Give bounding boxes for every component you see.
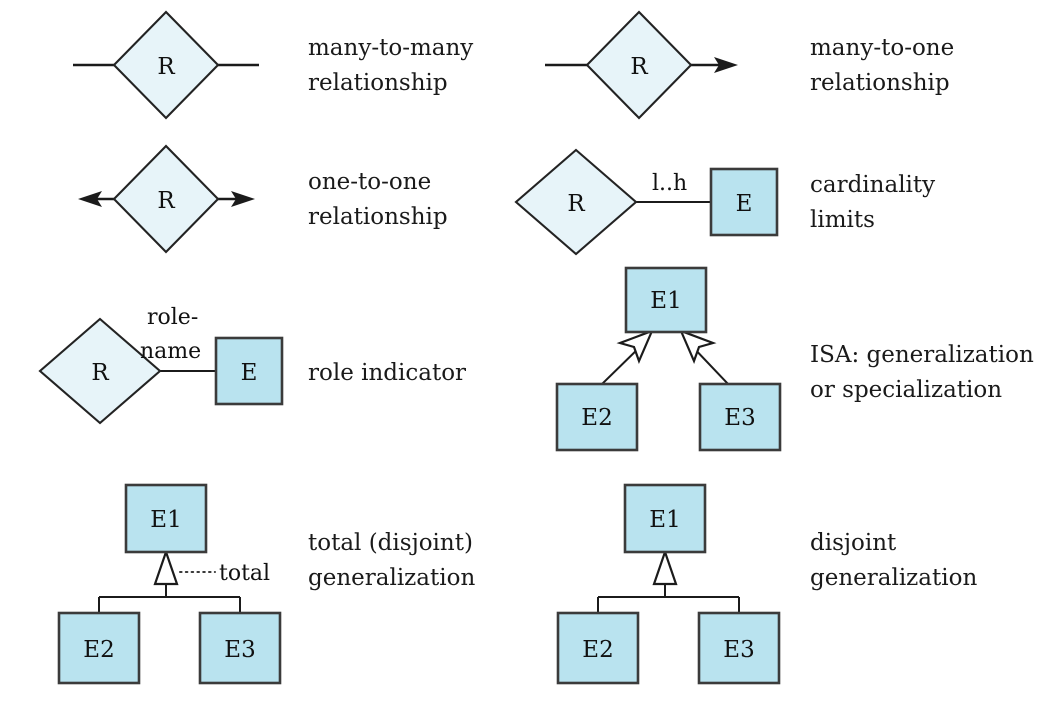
panel-role-indicator: R role- name E role indicator — [38, 305, 466, 425]
entity-box-child-right — [697, 611, 781, 685]
relationship-diamond — [112, 144, 220, 254]
role-name-label-line-1: role- — [147, 305, 198, 330]
panel-one-to-one: R one-to-one relationship — [78, 144, 448, 254]
entity-label-child-left: E2 — [582, 637, 613, 663]
relationship-symbol-label: R — [91, 360, 109, 386]
arrow-head-right-icon — [231, 191, 255, 207]
entity-label-parent: E1 — [150, 507, 181, 533]
relationship-diamond — [585, 10, 693, 120]
entity-box-child-left — [556, 611, 640, 685]
caption-line-1: ISA: generalization — [810, 342, 1034, 368]
arrow-head-right-icon — [714, 57, 738, 73]
caption-line-2: relationship — [308, 204, 448, 230]
relationship-diamond — [38, 317, 162, 425]
isa-arrowhead-left-icon — [616, 329, 655, 364]
panel-isa: E1 E2 E3 ISA: generalization or speciali… — [555, 266, 1034, 452]
caption-line-1: role indicator — [308, 360, 466, 386]
entity-box — [709, 167, 779, 237]
cardinality-edge-label: l..h — [652, 171, 687, 196]
panel-cardinality-limits: R l..h E cardinality limits — [514, 148, 935, 256]
entity-label-parent: E1 — [650, 288, 681, 314]
entity-box-parent — [623, 483, 707, 554]
entity-box-child-right — [698, 382, 782, 452]
caption-line-2: relationship — [810, 70, 950, 96]
caption-line-2: generalization — [308, 565, 475, 591]
caption-line-1: disjoint — [810, 530, 897, 556]
caption-line-1: many-to-many — [308, 35, 473, 61]
relationship-symbol-label: R — [157, 54, 175, 80]
entity-label-child-right: E3 — [723, 637, 754, 663]
isa-arrowhead-right-icon — [678, 329, 717, 364]
entity-box — [214, 336, 284, 406]
role-name-label-line-2: name — [140, 339, 201, 364]
entity-label: E — [736, 191, 753, 217]
panel-many-to-many: R many-to-many relationship — [73, 10, 473, 120]
entity-box-parent — [124, 483, 208, 554]
caption-line-2: limits — [810, 207, 875, 233]
panel-total-disjoint-generalization: total E1 E2 E3 total (disjoint) generali… — [57, 483, 475, 685]
isa-arrowhead-icon — [652, 548, 678, 586]
caption-line-1: total (disjoint) — [308, 530, 473, 556]
entity-label-child-right: E3 — [724, 405, 755, 431]
entity-box-child-right — [198, 611, 282, 685]
entity-box-parent — [624, 266, 708, 334]
isa-arrowhead-icon — [153, 548, 179, 586]
relationship-symbol-label: R — [567, 191, 585, 217]
relationship-symbol-label: R — [157, 188, 175, 214]
caption-line-1: many-to-one — [810, 35, 954, 61]
panel-many-to-one: R many-to-one relationship — [545, 10, 954, 120]
entity-label-parent: E1 — [649, 507, 680, 533]
entity-label-child-left: E2 — [581, 405, 612, 431]
relationship-diamond — [514, 148, 638, 256]
entity-box-child-left — [555, 382, 639, 452]
entity-label-child-left: E2 — [83, 637, 114, 663]
total-annotation-label: total — [219, 561, 270, 586]
caption-line-1: one-to-one — [308, 169, 431, 195]
arrow-head-left-icon — [78, 191, 102, 207]
entity-box-child-left — [57, 611, 141, 685]
relationship-symbol-label: R — [630, 54, 648, 80]
entity-label-child-right: E3 — [224, 637, 255, 663]
caption-line-1: cardinality — [810, 172, 935, 198]
entity-label: E — [241, 360, 258, 386]
panel-disjoint-generalization: E1 E2 E3 disjoint generalization — [556, 483, 977, 685]
caption-line-2: relationship — [308, 70, 448, 96]
caption-line-2: or specialization — [810, 377, 1002, 403]
caption-line-2: generalization — [810, 565, 977, 591]
relationship-diamond — [112, 10, 220, 120]
